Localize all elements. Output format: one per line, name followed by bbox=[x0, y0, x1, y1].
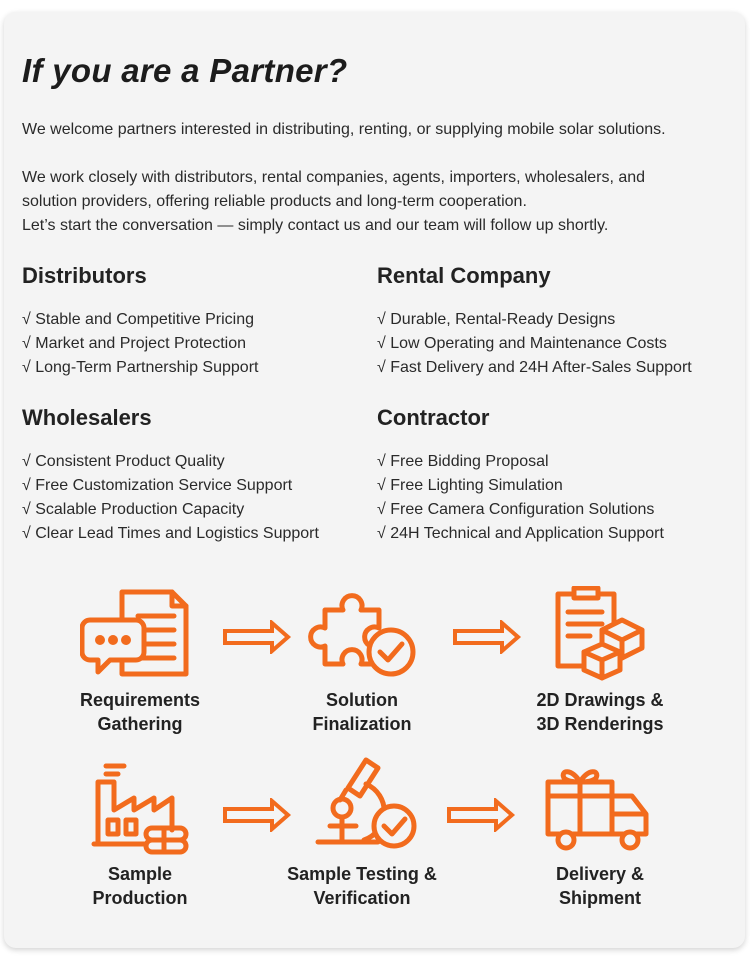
puzzle-check-icon bbox=[308, 593, 416, 677]
arrow-right-icon bbox=[223, 620, 292, 654]
rental-company-list: Durable, Rental-Ready Designs Low Operat… bbox=[377, 308, 692, 380]
list-item: Free Camera Configuration Solutions bbox=[377, 498, 664, 522]
intro-text-1: We welcome partners interested in distri… bbox=[22, 121, 666, 138]
requirements-document-chat-icon bbox=[80, 589, 189, 677]
delivery-truck-icon bbox=[545, 769, 649, 851]
factory-icon bbox=[91, 763, 189, 855]
list-item: 24H Technical and Application Support bbox=[377, 522, 664, 546]
intro-text-2: We work closely with distributors, renta… bbox=[22, 169, 646, 186]
contractor-list: Free Bidding Proposal Free Lighting Simu… bbox=[377, 450, 664, 546]
list-item: Durable, Rental-Ready Designs bbox=[377, 308, 692, 332]
list-item: Stable and Competitive Pricing bbox=[22, 308, 258, 332]
clipboard-boxes-icon bbox=[555, 586, 645, 681]
step-label-sample-testing: Sample Testing &Verification bbox=[287, 864, 437, 908]
arrow-right-icon bbox=[223, 798, 292, 832]
rental-company-heading: Rental Company bbox=[377, 263, 551, 288]
arrow-right-icon bbox=[447, 798, 516, 832]
intro-text-4: Let’s start the conversation — simply co… bbox=[22, 217, 609, 234]
list-item: Consistent Product Quality bbox=[22, 450, 319, 474]
list-item: Free Lighting Simulation bbox=[377, 474, 664, 498]
contractor-heading: Contractor bbox=[377, 405, 490, 430]
microscope-check-icon bbox=[315, 757, 417, 849]
step-label-delivery: Delivery &Shipment bbox=[555, 864, 645, 908]
distributors-heading: Distributors bbox=[22, 263, 147, 288]
list-item: Scalable Production Capacity bbox=[22, 498, 319, 522]
wholesalers-list: Consistent Product Quality Free Customiz… bbox=[22, 450, 319, 546]
list-item: Low Operating and Maintenance Costs bbox=[377, 332, 692, 356]
wholesalers-heading: Wholesalers bbox=[22, 405, 152, 430]
distributors-list: Stable and Competitive Pricing Market an… bbox=[22, 308, 258, 380]
page-title: If you are a Partner? bbox=[22, 52, 348, 89]
list-item: Clear Lead Times and Logistics Support bbox=[22, 522, 319, 546]
list-item: Free Customization Service Support bbox=[22, 474, 319, 498]
list-item: Fast Delivery and 24H After-Sales Suppor… bbox=[377, 356, 691, 380]
list-item: Market and Project Protection bbox=[22, 332, 258, 356]
arrow-right-icon bbox=[453, 620, 522, 654]
intro-text-3: solution providers, offering reliable pr… bbox=[22, 193, 527, 210]
list-item: Long-Term Partnership Support bbox=[22, 356, 258, 380]
list-item: Free Bidding Proposal bbox=[377, 450, 664, 474]
step-label-drawings: 2D Drawings &3D Renderings bbox=[536, 690, 664, 734]
